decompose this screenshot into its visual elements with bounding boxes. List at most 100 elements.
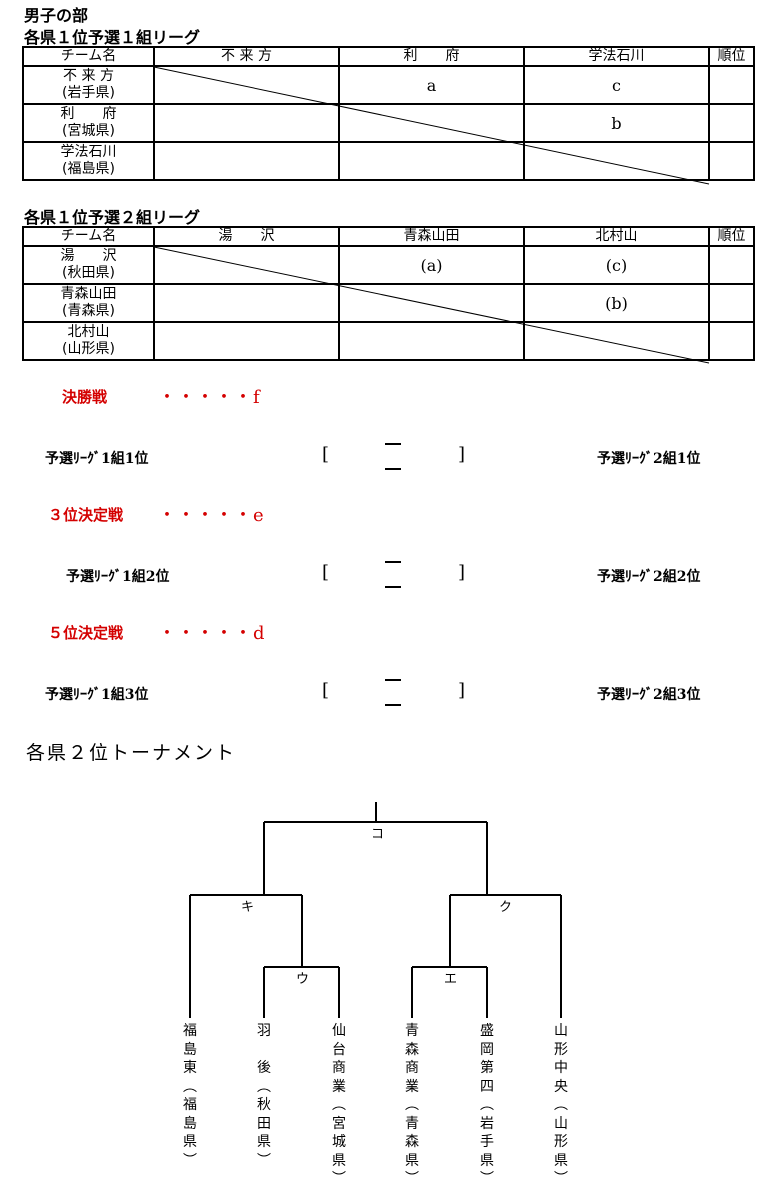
- rank-cell: [708, 65, 755, 105]
- team-name-char: 業: [405, 1078, 419, 1095]
- team-name-char: ︶: [257, 1152, 271, 1169]
- header-rank: 順位: [708, 46, 755, 67]
- team-name-char: 商: [332, 1060, 346, 1076]
- third-place-right-team: 予選ﾘｰｸﾞ2組2位: [597, 569, 701, 585]
- fifth-place-marker: ・・・・・d: [158, 623, 266, 644]
- team-cell: 青森山田(青森県): [22, 283, 155, 323]
- team-prefecture: (宮城県): [62, 123, 115, 139]
- bracket-label-left-inner: ウ: [294, 968, 312, 987]
- fifth-place-right-team: 予選ﾘｰｸﾞ2組3位: [597, 687, 701, 703]
- tournament-title: 各県２位トーナメント: [26, 742, 237, 764]
- fifth-place-score-close: ]: [458, 680, 466, 701]
- bracket-label-right-inner: エ: [442, 968, 460, 987]
- team-name-char: 羽: [257, 1023, 271, 1039]
- team-cell: 学法石川(福島県): [22, 141, 155, 181]
- third-place-left-team: 予選ﾘｰｸﾞ1組2位: [66, 569, 170, 585]
- team-name-char: ︶: [480, 1171, 494, 1187]
- team-name-char: 後: [257, 1060, 271, 1076]
- header-team-2: 利 府: [338, 46, 525, 67]
- tournament-team-2: 羽 後 ︵ 秋田県 ︶: [253, 1022, 275, 1170]
- team-name-char: 県: [405, 1152, 419, 1169]
- team-cell: 不 来 方(岩手県): [22, 65, 155, 105]
- header-team-3: 学法石川: [523, 46, 710, 67]
- team-name-char: ︵: [480, 1097, 494, 1113]
- bracket-label-left: キ: [239, 896, 257, 915]
- team-name-char: ︵: [257, 1078, 271, 1095]
- team-name-char: 中: [554, 1060, 568, 1076]
- team-name-char: 東: [183, 1060, 197, 1076]
- rank-cell: [708, 321, 755, 361]
- team-cell: 利 府(宮城県): [22, 103, 155, 143]
- tournament-team-1: 福島東︵福島県︶: [179, 1022, 201, 1170]
- header-team-1: 湯 沢: [153, 226, 340, 247]
- team-name-char: ︶: [332, 1171, 346, 1187]
- team-name-char: 県: [554, 1152, 568, 1169]
- bracket-label-final: コ: [369, 823, 387, 842]
- team-cell: 北村山(山形県): [22, 321, 155, 361]
- team-name: 不 来 方: [63, 68, 114, 84]
- team-name: 学法石川: [60, 144, 117, 160]
- third-place-score-open: [: [322, 562, 330, 583]
- team-name: 湯 沢: [60, 248, 117, 264]
- rank-cell: [708, 103, 755, 143]
- final-score-open: [: [322, 444, 330, 465]
- final-score-close: ]: [458, 444, 466, 465]
- team-name-char: 森: [405, 1041, 419, 1058]
- team-name-char: 県: [332, 1152, 346, 1169]
- final-score-dash-top: [385, 443, 401, 445]
- rank-cell: [708, 141, 755, 181]
- team-name-char: 商: [405, 1060, 419, 1076]
- fifth-place-title: ５位決定戦: [48, 624, 124, 642]
- rank-cell: [708, 283, 755, 323]
- tournament-team-4: 青森商業︵青森県︶: [401, 1022, 423, 1189]
- header-team-1: 不 来 方: [153, 46, 340, 67]
- team-name-char: 県: [257, 1134, 271, 1150]
- league2-title: 各県１位予選２組リーグ: [24, 208, 201, 227]
- team-name-char: 山: [554, 1023, 568, 1039]
- section-title: 男子の部: [24, 6, 89, 25]
- team-name-char: 宮: [332, 1115, 346, 1132]
- fifth-place-left-team: 予選ﾘｰｸﾞ1組3位: [45, 687, 149, 703]
- team-name-char: 県: [480, 1152, 494, 1169]
- team-name-char: 県: [183, 1134, 197, 1150]
- final-right-team: 予選ﾘｰｸﾞ2組1位: [597, 451, 701, 467]
- team-name-char: 城: [332, 1134, 346, 1150]
- team-name-char: 山: [554, 1115, 568, 1132]
- header-team-name: チーム名: [22, 46, 155, 67]
- team-name-char: 田: [257, 1115, 271, 1132]
- team-name-char: 仙: [332, 1023, 346, 1039]
- fifth-place-score-dash-bottom: [385, 704, 401, 706]
- final-score-dash-bottom: [385, 468, 401, 470]
- team-name-char: 第: [480, 1060, 494, 1076]
- final-title: 決勝戦: [62, 388, 108, 406]
- team-name-char: 盛: [480, 1023, 494, 1039]
- team-name-char: ︵: [183, 1078, 197, 1095]
- header-team-name: チーム名: [22, 226, 155, 247]
- tournament-team-3: 仙台商業︵宮城県︶: [328, 1022, 350, 1189]
- team-name-char: ︶: [554, 1171, 568, 1187]
- team-name-char: 青: [405, 1115, 419, 1132]
- team-name-char: 福: [183, 1097, 197, 1113]
- final-marker: ・・・・・f: [158, 387, 261, 408]
- team-name-char: 央: [554, 1078, 568, 1095]
- league1-title: 各県１位予選１組リーグ: [24, 28, 201, 47]
- team-prefecture: (岩手県): [62, 85, 115, 101]
- team-name-char: 岩: [480, 1115, 494, 1132]
- tournament-team-5: 盛岡第四︵岩手県︶: [476, 1022, 498, 1189]
- team-name-char: [253, 1041, 275, 1060]
- third-place-score-dash-top: [385, 561, 401, 563]
- third-place-score-close: ]: [458, 562, 466, 583]
- team-name-char: ︵: [332, 1097, 346, 1113]
- team-name-char: 森: [405, 1134, 419, 1150]
- final-left-team: 予選ﾘｰｸﾞ1組1位: [45, 451, 149, 467]
- team-name-char: 秋: [257, 1097, 271, 1113]
- third-place-title: ３位決定戦: [48, 506, 124, 524]
- bracket-label-right: ク: [497, 896, 515, 915]
- team-name-char: 業: [332, 1078, 346, 1095]
- fifth-place-score-dash-top: [385, 679, 401, 681]
- rank-cell: [708, 245, 755, 285]
- team-name-char: ︵: [405, 1097, 419, 1113]
- team-name-char: ︶: [405, 1171, 419, 1187]
- team-cell: 湯 沢(秋田県): [22, 245, 155, 285]
- league1-header-row: チーム名 不 来 方 利 府 学法石川 順位: [22, 46, 755, 67]
